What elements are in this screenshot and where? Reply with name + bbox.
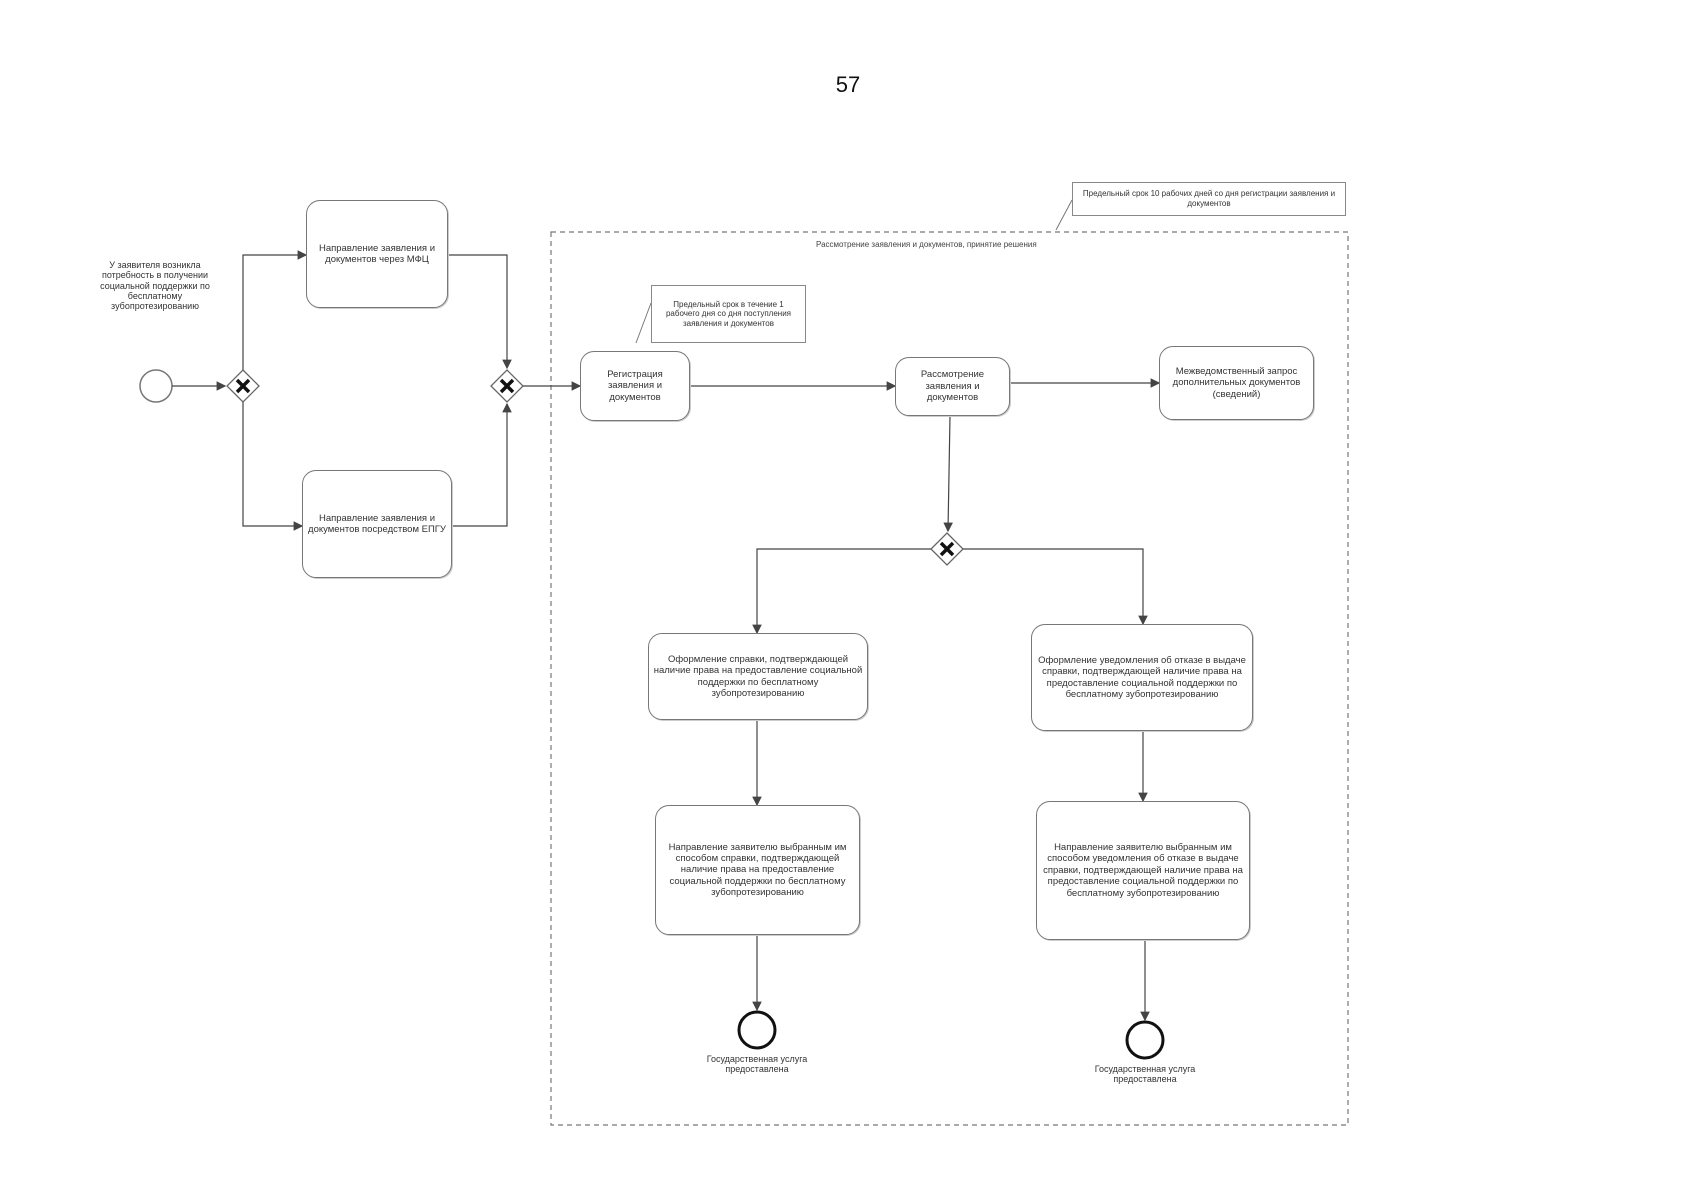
flow-mfc-to-merge [448, 254, 512, 370]
flow-split-to-epgu [242, 402, 304, 531]
task-issue-refusal: Оформление уведомления об отказе в выдач… [1031, 624, 1253, 731]
task-send-refusal: Направление заявителю выбранным им спосо… [1036, 801, 1250, 940]
flow-epgu-to-merge [452, 402, 512, 527]
gateway-decision [930, 532, 964, 566]
flow-split-to-mfc [242, 250, 308, 370]
note-total-term: Предельный срок 10 рабочих дней со дня р… [1072, 182, 1346, 216]
task-send-epgu: Направление заявления и документов посре… [302, 470, 452, 578]
pool-title: Рассмотрение заявления и документов, при… [816, 240, 1037, 249]
flow-review-to-decision [943, 415, 953, 533]
gateway-merge [490, 369, 524, 403]
note-connector-total [1055, 199, 1073, 231]
gateway-split [226, 369, 260, 403]
task-issue-certificate: Оформление справки, подтверждающей налич… [648, 633, 868, 720]
end-event-right [1125, 1020, 1165, 1060]
task-send-certificate: Направление заявителю выбранным им спосо… [655, 805, 860, 935]
start-event [139, 369, 173, 403]
flow-decision-to-refusal [963, 548, 1148, 626]
task-register: Регистрация заявления и документов [580, 351, 690, 421]
end-event-right-label: Государственная услуга предоставлена [1094, 1064, 1196, 1085]
end-event-left [737, 1010, 777, 1050]
task-interdept-request: Межведомственный запрос дополнительных д… [1159, 346, 1314, 420]
task-send-mfc: Направление заявления и документов через… [306, 200, 448, 308]
start-event-label: У заявителя возникла потребность в получ… [100, 260, 210, 312]
task-review: Рассмотрение заявления и документов [895, 357, 1010, 416]
note-connector-register [635, 302, 652, 344]
note-register-term: Предельный срок в течение 1 рабочего дня… [651, 285, 806, 343]
flow-decision-to-certificate [752, 548, 931, 635]
page-number: 57 [835, 72, 861, 97]
pool-boundary [550, 231, 1349, 1126]
end-event-left-label: Государственная услуга предоставлена [706, 1054, 808, 1075]
